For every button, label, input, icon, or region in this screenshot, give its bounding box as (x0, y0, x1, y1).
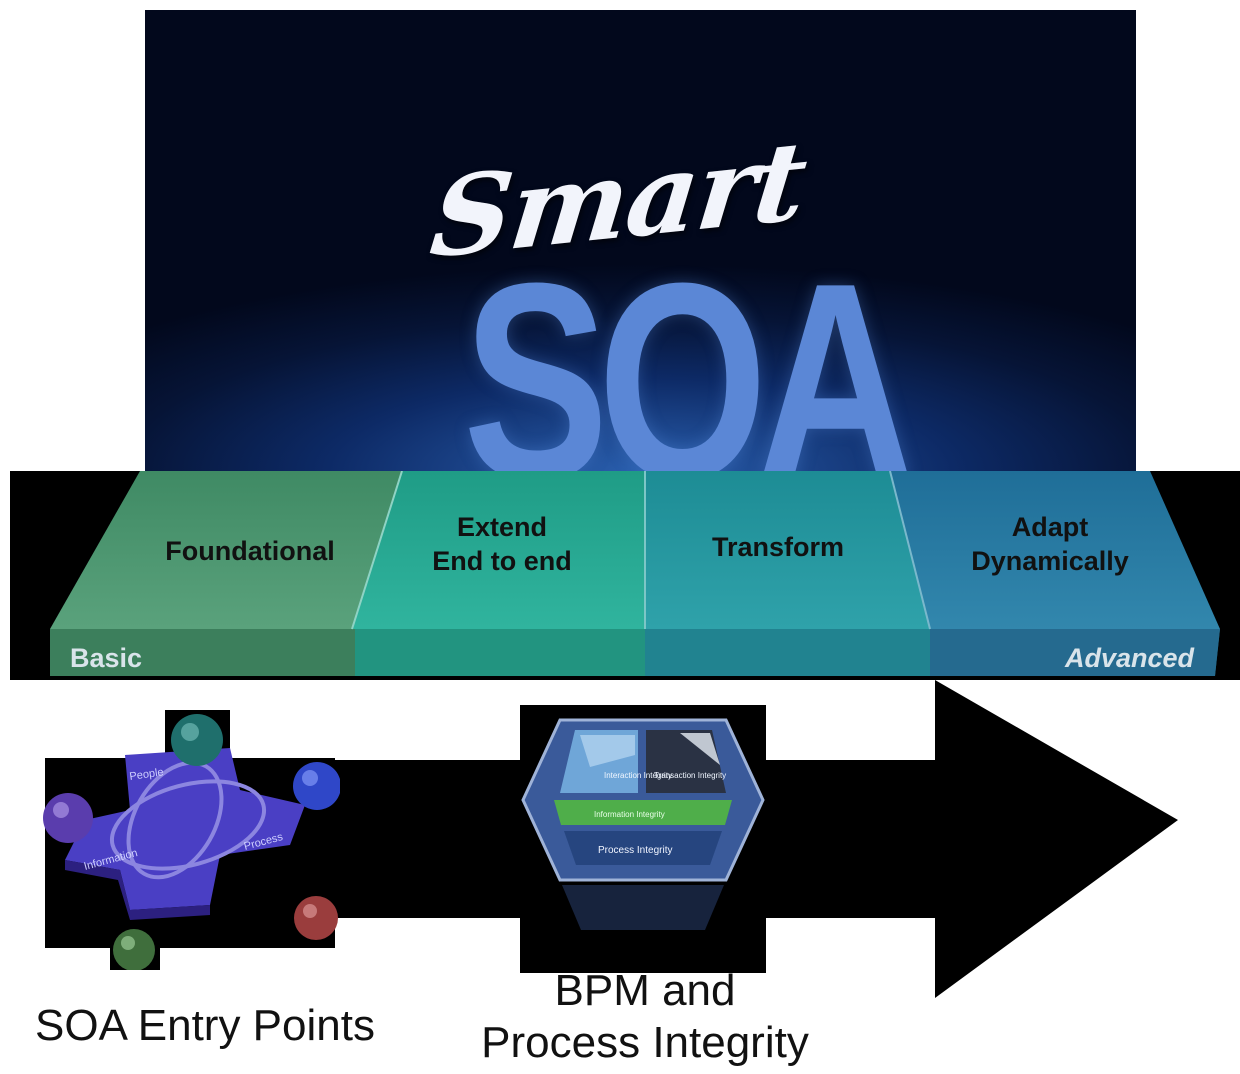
entry-points-graphic: People Process Information (43, 710, 340, 970)
bpm-information-label: Information Integrity (594, 810, 665, 819)
stage-transform-label: Transform (711, 532, 845, 562)
sphere-icon (43, 793, 93, 843)
scale-advanced-label: Advanced (1065, 643, 1195, 673)
sphere-icon (171, 714, 223, 766)
stage-adapt-label: Adapt Dynamically (971, 512, 1129, 576)
entry-points-caption: SOA Entry Points (35, 1001, 375, 1050)
bpm-caption: BPM and Process Integrity (481, 966, 809, 1067)
stage-extend-label: Extend End to end (432, 512, 572, 576)
hexagon-stack-icon: Interaction Integrity Transaction Integr… (520, 705, 766, 973)
stage-adapt-shape (890, 471, 1220, 629)
band-shapes (50, 471, 1220, 676)
stage-extend-shape (352, 471, 645, 629)
bpm-transaction-label: Transaction Integrity (654, 771, 726, 780)
stage-transform-shape (645, 471, 930, 629)
sphere-icon (113, 929, 155, 970)
stage-foundational-shape (50, 471, 402, 629)
hero-banner: Smart SOA (145, 10, 1136, 472)
entry-people-label: People (129, 766, 165, 783)
bpm-process-label: Process Integrity (598, 845, 672, 856)
maturity-band: Foundational Extend End to end Transform… (10, 471, 1240, 680)
soa-logo-text: SOA (463, 226, 914, 472)
sphere-icon (294, 896, 338, 940)
bpm-interaction-label: Interaction Integrity (604, 771, 672, 780)
sphere-icon (293, 762, 340, 810)
scale-basic-label: Basic (70, 643, 143, 673)
stage-foundational-label: Foundational (165, 536, 335, 566)
